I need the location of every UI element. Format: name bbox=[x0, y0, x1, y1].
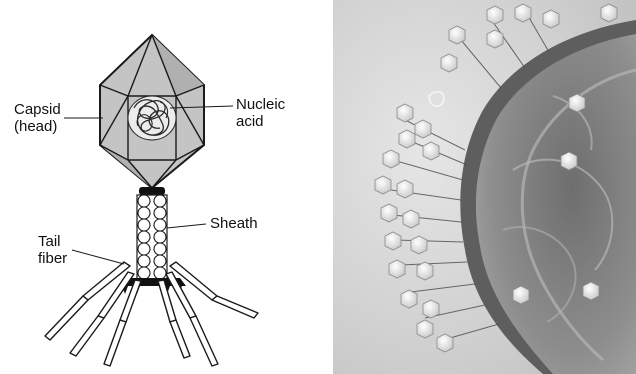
capsid-label: Capsid (head) bbox=[14, 101, 61, 135]
tail-sheath bbox=[137, 195, 167, 281]
capsid-label-line1: Capsid bbox=[14, 101, 61, 118]
tail-fiber-label: Tail fiber bbox=[38, 233, 67, 267]
capsid-label-line2: (head) bbox=[14, 118, 61, 135]
nucleic-acid-label: Nucleic acid bbox=[236, 96, 285, 130]
collar bbox=[139, 187, 165, 195]
tail-fiber-label-line1: Tail bbox=[38, 233, 67, 250]
sheath-label-text: Sheath bbox=[210, 215, 258, 232]
nucleic-acid-label-line2: acid bbox=[236, 113, 285, 130]
nucleic-acid bbox=[128, 96, 176, 140]
tail-fiber-label-line2: fiber bbox=[38, 250, 67, 267]
sheath-label: Sheath bbox=[210, 215, 258, 232]
nucleic-acid-label-line1: Nucleic bbox=[236, 96, 285, 113]
electron-micrograph bbox=[333, 0, 636, 374]
bacteriophage-diagram bbox=[0, 0, 330, 374]
